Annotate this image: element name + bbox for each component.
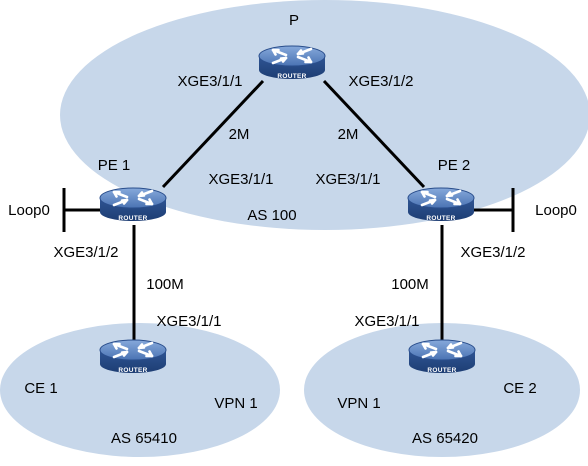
bandwidth-pe1-ce1: 100M [146, 276, 184, 293]
router-pe2-badge: ROUTER [426, 215, 455, 222]
device-name-p: P [289, 12, 299, 29]
ce2-if: XGE3/1/1 [354, 313, 419, 330]
bandwidth-pe2-ce2: 100M [391, 276, 429, 293]
router-ce1-badge: ROUTER [118, 367, 147, 374]
backbone-as-label: AS 100 [247, 207, 296, 224]
router-pe1-badge: ROUTER [118, 215, 147, 222]
router-icon-ce2[interactable]: ROUTER [407, 338, 477, 375]
pe1-loopback [62, 188, 102, 232]
site2-vpn-label: VPN 1 [337, 395, 380, 412]
site2-as-label: AS 65420 [412, 430, 478, 447]
ce1-if: XGE3/1/1 [156, 313, 221, 330]
pe2-if-to-ce2: XGE3/1/2 [460, 244, 525, 261]
pe2-loopback [474, 188, 515, 232]
bandwidth-p-pe2: 2M [338, 126, 359, 143]
pe1-loopback-label: Loop0 [8, 202, 50, 219]
link-p-pe1 [161, 79, 265, 189]
site1-vpn-label: VPN 1 [214, 395, 257, 412]
router-icon-pe1[interactable]: ROUTER [98, 186, 168, 223]
bandwidth-p-pe1: 2M [229, 126, 250, 143]
link-p-pe2 [322, 79, 426, 189]
p-if-to-pe1: XGE3/1/1 [177, 73, 242, 90]
router-icon-p[interactable]: ROUTER [257, 44, 327, 81]
device-name-ce2: CE 2 [503, 380, 536, 397]
p-if-to-pe2: XGE3/1/2 [348, 73, 413, 90]
pe1-if-to-ce1: XGE3/1/2 [53, 244, 118, 261]
pe2-if-to-p: XGE3/1/1 [315, 171, 380, 188]
router-icon-ce1[interactable]: ROUTER [98, 338, 168, 375]
device-name-ce1: CE 1 [24, 380, 57, 397]
site1-region [0, 323, 280, 457]
router-ce2-badge: ROUTER [427, 367, 456, 374]
device-name-pe2: PE 2 [438, 157, 471, 174]
site2-region [304, 323, 580, 457]
pe2-loopback-label: Loop0 [535, 202, 577, 219]
site1-as-label: AS 65410 [111, 430, 177, 447]
backbone-region [60, 0, 588, 230]
pe1-if-to-p: XGE3/1/1 [208, 171, 273, 188]
router-p-badge: ROUTER [277, 73, 306, 80]
device-name-pe1: PE 1 [98, 157, 131, 174]
router-icon-pe2[interactable]: ROUTER [406, 186, 476, 223]
